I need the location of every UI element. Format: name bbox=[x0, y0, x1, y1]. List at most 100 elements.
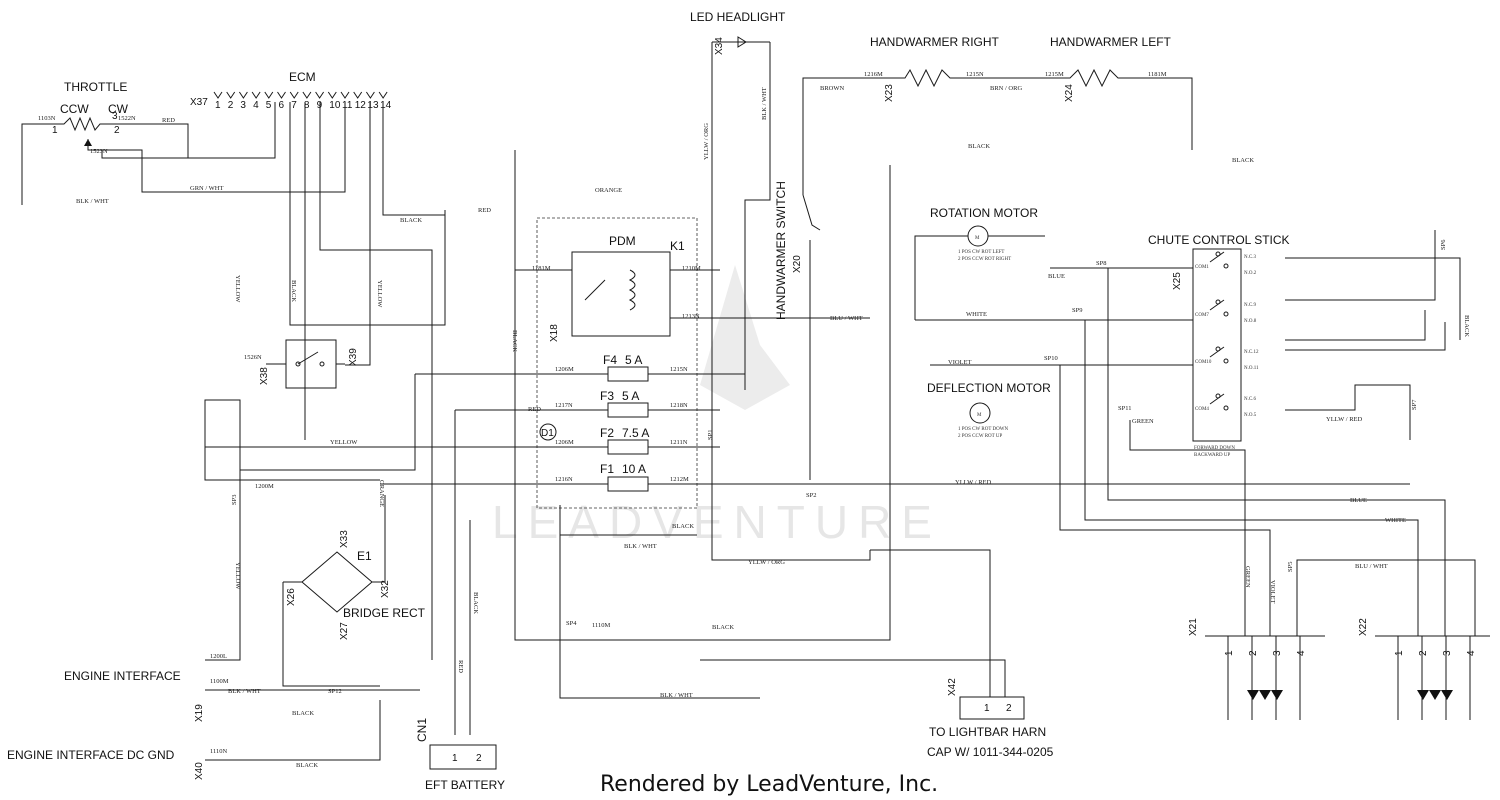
deflection-motor: DEFLECTION MOTOR M 1 POS CW ROT DOWN 2 P… bbox=[927, 381, 1051, 439]
svg-text:2: 2 bbox=[1006, 703, 1012, 714]
svg-text:GRN / WHT: GRN / WHT bbox=[190, 185, 223, 192]
svg-text:ORANGE: ORANGE bbox=[378, 480, 385, 507]
svg-text:3: 3 bbox=[1272, 650, 1283, 656]
svg-text:1: 1 bbox=[1224, 650, 1235, 656]
svg-text:5 A: 5 A bbox=[622, 389, 639, 403]
ecm-pin-2: 2 bbox=[228, 100, 234, 111]
bridge-rect-label: BRIDGE RECT bbox=[343, 606, 426, 620]
svg-text:1206M: 1206M bbox=[555, 439, 574, 446]
svg-text:BLUE: BLUE bbox=[1048, 273, 1065, 280]
svg-text:10 A: 10 A bbox=[622, 462, 646, 476]
cn1-label: CN1 bbox=[415, 718, 429, 742]
svg-text:N.C.12: N.C.12 bbox=[1244, 350, 1259, 355]
svg-text:X33: X33 bbox=[339, 530, 350, 548]
svg-text:2: 2 bbox=[114, 125, 120, 136]
svg-text:COM7: COM7 bbox=[1195, 313, 1209, 318]
bridge-rect-icon bbox=[301, 551, 373, 613]
deflection-motor-label: DEFLECTION MOTOR bbox=[927, 381, 1051, 395]
pdm: PDM K1 X18 BLU / WHT ORANGE BLACK 1181M … bbox=[511, 150, 870, 509]
engine-interface-label: ENGINE INTERFACE bbox=[64, 669, 181, 683]
handwarmer-switch-label: HANDWARMER SWITCH bbox=[774, 181, 788, 320]
eft-battery-label: EFT BATTERY bbox=[425, 778, 505, 792]
svg-text:SP6: SP6 bbox=[1440, 239, 1447, 250]
d1-marker bbox=[539, 423, 557, 441]
svg-text:X26: X26 bbox=[286, 588, 297, 606]
svg-text:1215N: 1215N bbox=[670, 366, 688, 373]
svg-text:3: 3 bbox=[1442, 650, 1453, 656]
throttle-red-wire bbox=[87, 123, 189, 159]
led-diode-icon bbox=[737, 36, 747, 48]
handwarmer-circuit bbox=[802, 68, 1193, 195]
svg-text:BLK / WHT: BLK / WHT bbox=[228, 688, 261, 695]
svg-text:BLACK: BLACK bbox=[712, 624, 734, 631]
x38-switch-box bbox=[285, 339, 337, 389]
svg-text:1212M: 1212M bbox=[670, 476, 689, 483]
throttle-red-label: RED bbox=[162, 117, 175, 124]
ecm-wire-14 bbox=[382, 102, 445, 216]
svg-text:GREEN: GREEN bbox=[1244, 566, 1251, 588]
svg-text:5 A: 5 A bbox=[625, 353, 642, 367]
splices: SP1 SP2 SP3 SP4 SP5 SP6 SP7 SP8 SP9 SP10… bbox=[231, 239, 1447, 695]
x22-led-icon bbox=[1417, 690, 1429, 700]
ecm-pin-11: 11 bbox=[342, 100, 353, 111]
ecm-pin-7: 7 bbox=[291, 100, 297, 111]
relay-coil-icon bbox=[628, 269, 636, 311]
svg-text:X24: X24 bbox=[1064, 84, 1075, 102]
svg-text:F2: F2 bbox=[600, 426, 614, 440]
svg-text:BLACK: BLACK bbox=[292, 710, 314, 717]
svg-text:1216M: 1216M bbox=[864, 71, 883, 78]
ecm-pin-6: 6 bbox=[279, 100, 285, 111]
svg-text:1: 1 bbox=[1394, 650, 1405, 656]
svg-text:N.C.3: N.C.3 bbox=[1244, 255, 1256, 260]
svg-text:X40: X40 bbox=[194, 762, 205, 780]
x42-lightbar: X42 1 2 TO LIGHTBAR HARN CAP W/ 1011-344… bbox=[700, 549, 1054, 759]
svg-text:BLK / WHT: BLK / WHT bbox=[761, 87, 768, 120]
svg-text:X38: X38 bbox=[259, 367, 270, 385]
ecm-wire-7 bbox=[289, 102, 446, 326]
svg-text:YLLW / ORG: YLLW / ORG bbox=[703, 123, 710, 160]
svg-text:X42: X42 bbox=[947, 678, 958, 696]
svg-text:2: 2 bbox=[476, 753, 482, 764]
pdm-boundary bbox=[536, 217, 698, 509]
deflection-motor-icon bbox=[969, 402, 991, 424]
svg-text:SP3: SP3 bbox=[231, 495, 238, 505]
svg-text:2 POS CCW ROT RIGHT: 2 POS CCW ROT RIGHT bbox=[958, 257, 1011, 262]
k1-label: K1 bbox=[670, 239, 685, 253]
svg-text:COM10: COM10 bbox=[1195, 360, 1212, 365]
svg-text:1181M: 1181M bbox=[532, 265, 551, 272]
svg-text:1181M: 1181M bbox=[1148, 71, 1167, 78]
svg-text:BLACK: BLACK bbox=[400, 217, 422, 224]
handwarmer-left-label: HANDWARMER LEFT bbox=[1050, 35, 1172, 49]
x37-label: X37 bbox=[190, 97, 208, 108]
svg-text:YELLOW: YELLOW bbox=[376, 280, 383, 308]
svg-text:SP2: SP2 bbox=[806, 492, 816, 499]
svg-text:N.O.2: N.O.2 bbox=[1244, 271, 1257, 276]
svg-text:F4: F4 bbox=[603, 353, 617, 367]
svg-text:VIOLET: VIOLET bbox=[948, 359, 971, 366]
k1-relay bbox=[571, 251, 671, 337]
svg-text:1522N: 1522N bbox=[118, 115, 136, 122]
fuse-f1: F1 10 A bbox=[600, 462, 649, 492]
svg-text:X39: X39 bbox=[348, 348, 359, 366]
svg-text:N.C.9: N.C.9 bbox=[1244, 303, 1256, 308]
svg-text:GREEN: GREEN bbox=[1132, 418, 1154, 425]
svg-text:BLACK: BLACK bbox=[290, 280, 297, 302]
svg-text:1211N: 1211N bbox=[670, 439, 688, 446]
ecm-pin-4: 4 bbox=[253, 100, 259, 111]
svg-text:1: 1 bbox=[984, 703, 990, 714]
svg-text:X23: X23 bbox=[884, 84, 895, 102]
svg-text:SP5: SP5 bbox=[1287, 562, 1294, 572]
svg-text:1206M: 1206M bbox=[555, 366, 574, 373]
to-lightbar-harn-label: TO LIGHTBAR HARN bbox=[929, 725, 1046, 739]
svg-text:1 POS CW ROT LEFT: 1 POS CW ROT LEFT bbox=[958, 250, 1005, 255]
engine-interface-dc-gnd-label: ENGINE INTERFACE DC GND bbox=[7, 748, 175, 762]
svg-text:BLK / WHT: BLK / WHT bbox=[76, 198, 109, 205]
svg-text:1216N: 1216N bbox=[555, 476, 573, 483]
svg-text:F3: F3 bbox=[600, 389, 614, 403]
e1-label: E1 bbox=[357, 549, 372, 563]
svg-text:D1: D1 bbox=[541, 428, 554, 439]
